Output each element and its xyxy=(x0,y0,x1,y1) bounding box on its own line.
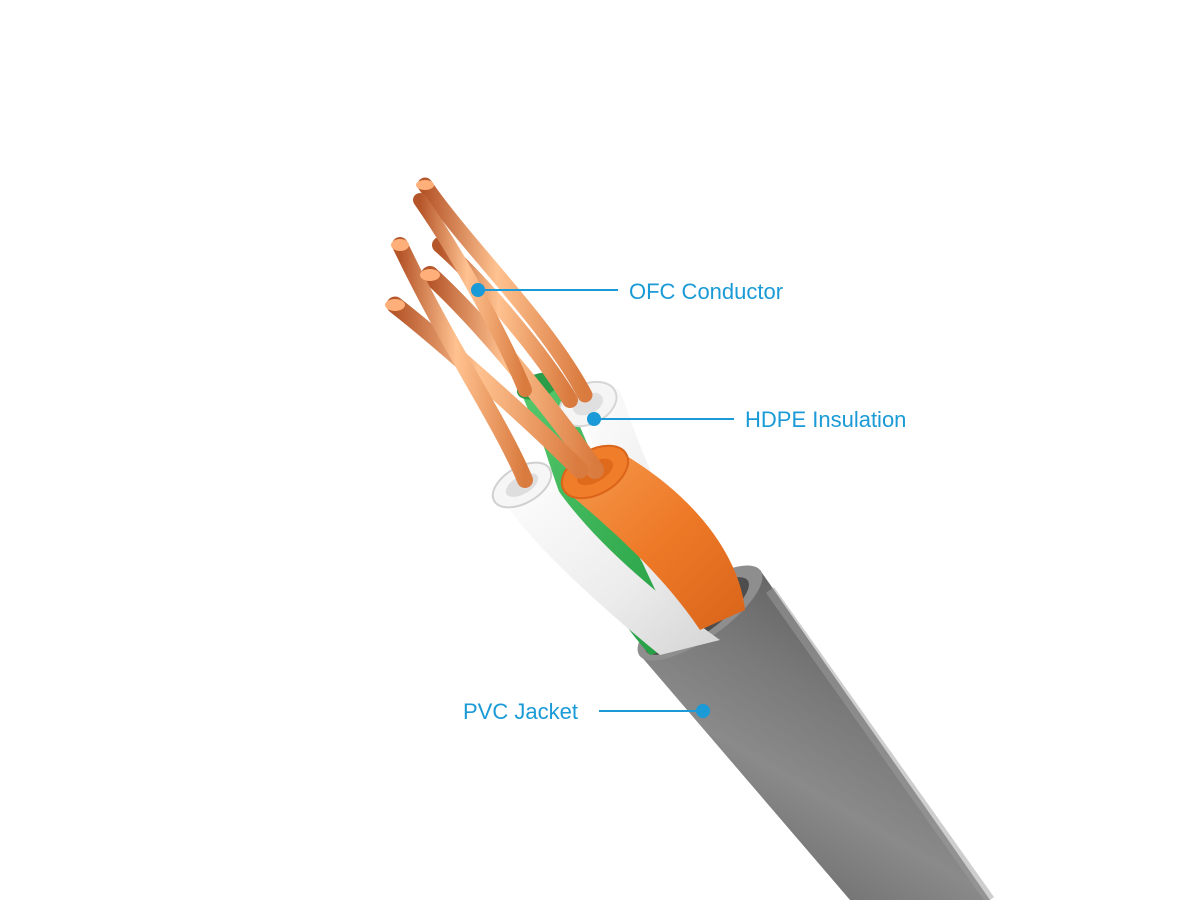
hdpe-callout-dot xyxy=(587,412,601,426)
ofc-callout-dot xyxy=(471,283,485,297)
pvc-jacket-label: PVC Jacket xyxy=(463,699,578,724)
copper-conductors xyxy=(385,177,604,488)
callout-lines xyxy=(471,283,734,718)
ofc-conductor-label: OFC Conductor xyxy=(629,279,784,304)
hdpe-insulation-label: HDPE Insulation xyxy=(745,407,907,432)
pvc-callout-dot xyxy=(696,704,710,718)
